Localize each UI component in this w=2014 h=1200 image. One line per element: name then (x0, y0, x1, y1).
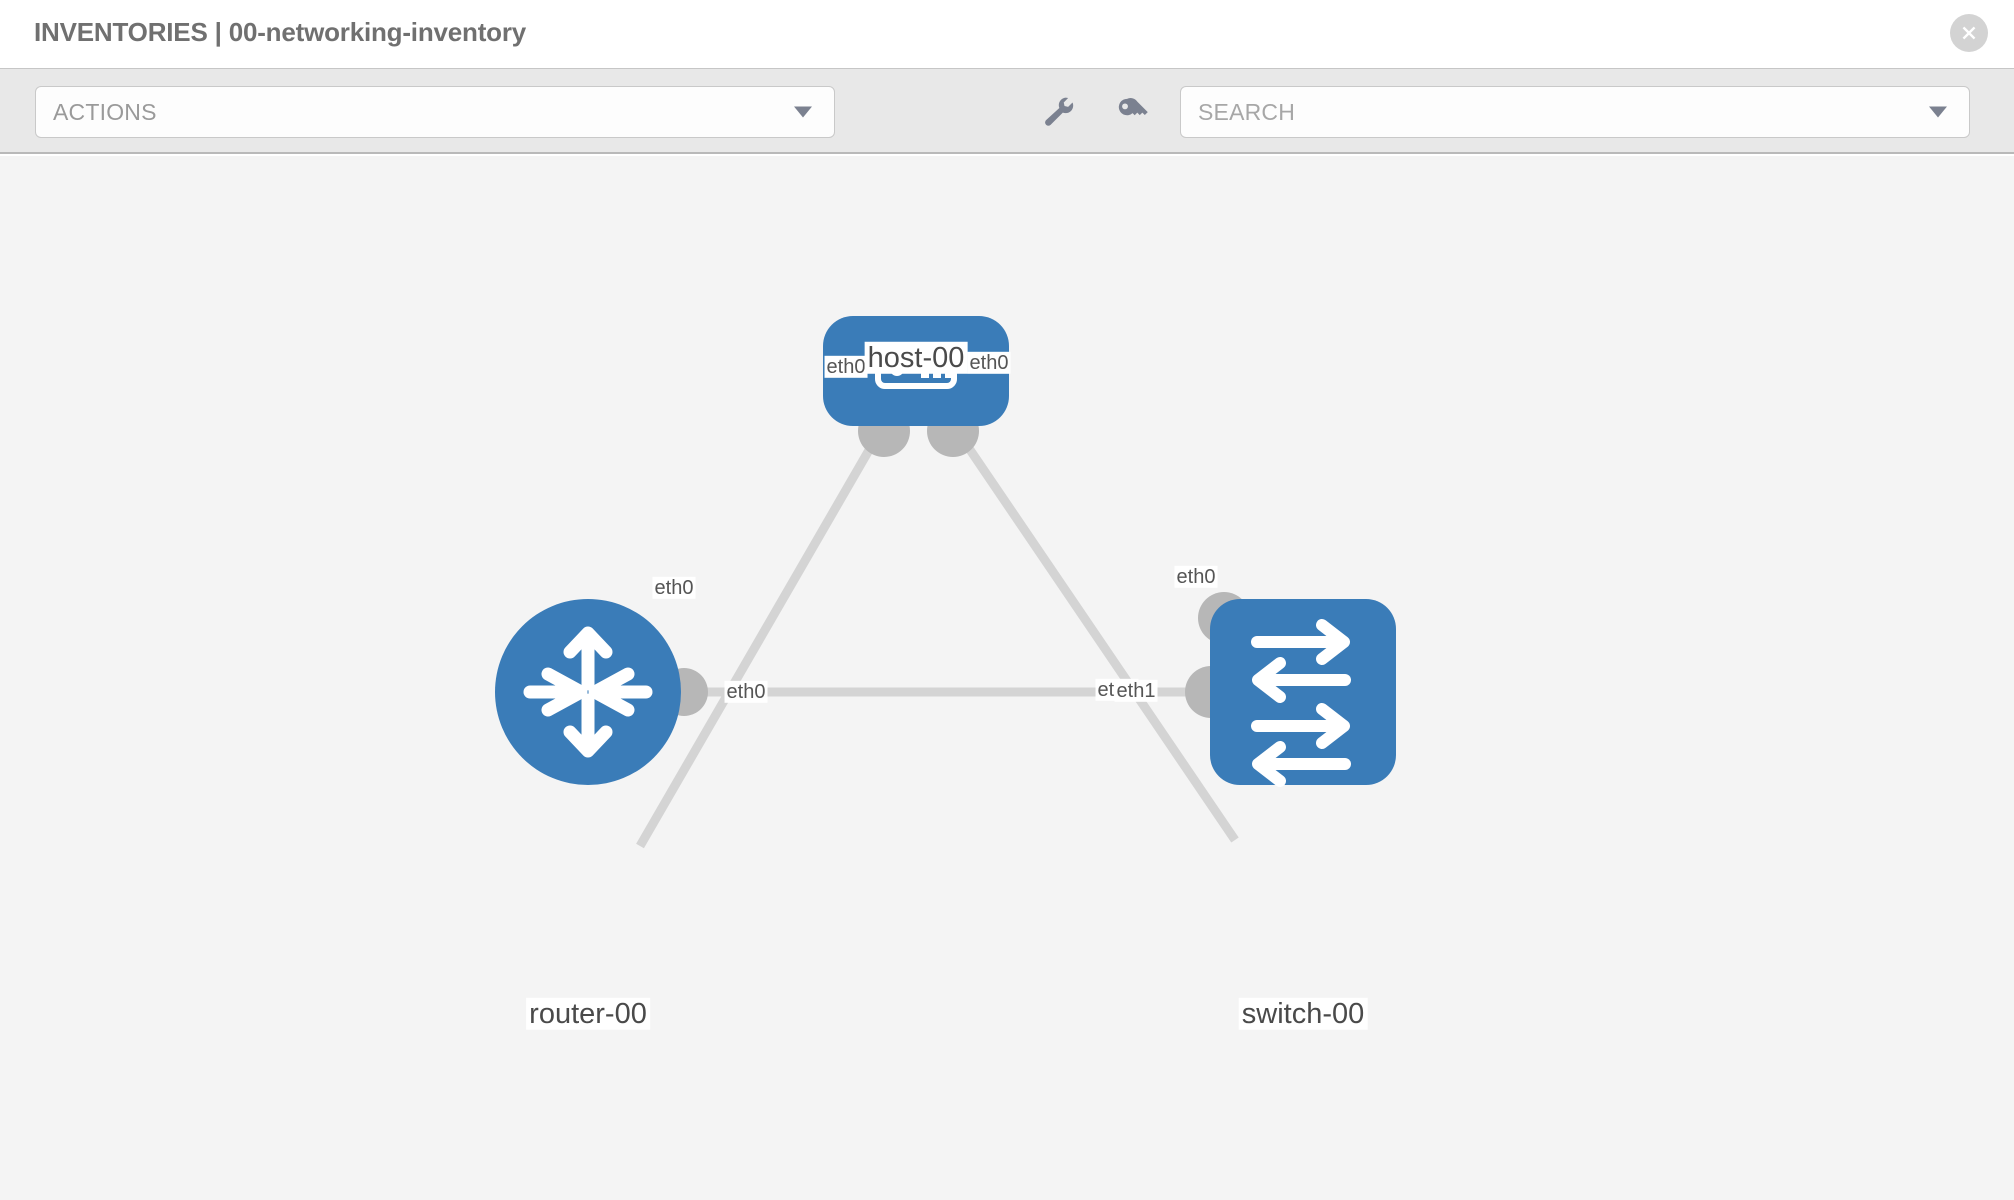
port-label-switch-eth1-mid: eth1 (1114, 679, 1158, 703)
topology-graph (495, 316, 1396, 849)
topology-canvas[interactable]: eth0 eth0 eth0 eth0 eth0 eth0 eth1 host-… (0, 156, 2014, 1200)
node-label-switch-00: switch-00 (1238, 997, 1368, 1031)
key-icon[interactable] (1114, 94, 1150, 130)
close-button[interactable] (1950, 14, 1988, 52)
link-host-switch[interactable] (958, 435, 1239, 843)
link-host-router[interactable] (636, 435, 880, 849)
close-icon (1962, 26, 1976, 40)
page-header: INVENTORIES | 00-networking-inventory (0, 0, 2014, 68)
node-router-00[interactable] (495, 599, 681, 785)
wrench-icon[interactable] (1040, 94, 1076, 130)
port-label-host-eth0-left: eth0 (824, 355, 868, 379)
port-label-router-eth0-up: eth0 (652, 576, 696, 600)
toolbar: ACTIONS SEARCH (0, 68, 2014, 154)
node-label-host-00: host-00 (864, 341, 968, 375)
search-input[interactable]: SEARCH (1180, 86, 1970, 138)
actions-dropdown-label: ACTIONS (53, 98, 157, 125)
topology-ports (660, 405, 1250, 718)
node-label-router-00: router-00 (526, 997, 650, 1031)
port-label-host-eth0-right: eth0 (967, 351, 1011, 375)
search-placeholder: SEARCH (1198, 98, 1296, 125)
search-chevron-down-icon[interactable] (1929, 106, 1947, 118)
router-arrows-icon (523, 626, 653, 758)
port-label-switch-eth0-up: eth0 (1174, 565, 1218, 589)
node-switch-00[interactable] (1210, 599, 1396, 787)
toolbar-icon-group (1040, 86, 1150, 138)
port-label-router-eth0-mid: eth0 (724, 680, 768, 704)
chevron-down-icon (794, 106, 812, 118)
topology-links (636, 435, 1239, 849)
page-title: INVENTORIES | 00-networking-inventory (34, 17, 527, 47)
actions-dropdown[interactable]: ACTIONS (35, 86, 835, 138)
switch-arrows-icon (1251, 619, 1351, 787)
